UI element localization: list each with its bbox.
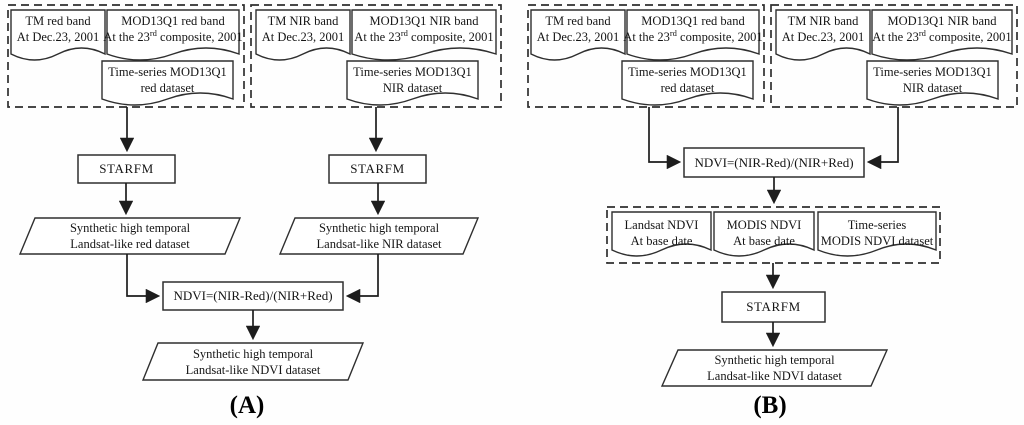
starfm-label-b: STARFM (746, 299, 801, 314)
arrow-a-synred-to-ndvi (126, 254, 161, 304)
doc-label-a-mod13q1-red: MOD13Q1 red band At the 23rd composite, … (103, 14, 243, 44)
ndvi-formula-label-b: NDVI=(NIR-Red)/(NIR+Red) (694, 154, 854, 170)
doc-label-b-timeseries-modis-ndvi: Time-series MODIS NDVI dataset (820, 218, 934, 248)
doc-shape-b-mod13q1-red (626, 9, 760, 61)
doc-label-b-tm-red: TM red band At Dec.23, 2001 (536, 14, 620, 44)
doc-shape-b-tm-nir (775, 9, 871, 61)
doc-label-a-timeseries-red: Time-series MOD13Q1 red dataset (108, 65, 227, 95)
doc-shape-a-tm-nir (255, 9, 351, 61)
parallelogram-label-b-output: Synthetic high temporal Landsat-like NDV… (707, 353, 842, 383)
dashed-group-a-nir-inputs (250, 4, 502, 108)
doc-shape-a-timeseries-nir (346, 60, 479, 106)
parallelogram-b-output-ndvi (660, 349, 889, 387)
starfm-label-a-red: STARFM (99, 161, 154, 176)
parallelogram-a-synthetic-nir (278, 217, 480, 255)
doc-label-b-mod13q1-red: MOD13Q1 red band At the 23rd composite, … (623, 14, 763, 44)
doc-label-b-timeseries-red: Time-series MOD13Q1 red dataset (628, 65, 747, 95)
doc-shape-b-modis-ndvi (713, 211, 815, 257)
doc-label-a-timeseries-nir: Time-series MOD13Q1 NIR dataset (353, 65, 472, 95)
ordinal-superscript: rd (149, 27, 157, 38)
ordinal-superscript: rd (669, 27, 677, 38)
doc-label-b-modis-ndvi: MODIS NDVI At base date (726, 218, 802, 248)
doc-label-a-tm-red: TM red band At Dec.23, 2001 (16, 14, 100, 44)
arrow-a-synnir-to-ndvi (345, 254, 379, 304)
ordinal-superscript: rd (400, 27, 408, 38)
doc-label-a-mod13q1-nir: MOD13Q1 NIR band At the 23rd composite, … (354, 14, 494, 44)
doc-label-a-tm-nir: TM NIR band At Dec.23, 2001 (261, 14, 345, 44)
parallelogram-label-a-synthetic-nir: Synthetic high temporal Landsat-like NIR… (316, 221, 442, 251)
doc-label-b-landsat-ndvi: Landsat NDVI At base date (624, 218, 699, 248)
dashed-group-b-red-inputs (527, 4, 765, 108)
doc-shape-b-timeseries-red (621, 60, 754, 106)
dashed-group-b-nir-inputs (770, 4, 1018, 108)
doc-shape-b-mod13q1-nir (871, 9, 1013, 61)
starfm-label-a-nir: STARFM (350, 161, 405, 176)
arrow-b-redgroup-to-ndvi (648, 107, 682, 170)
doc-shape-b-timeseries-nir (866, 60, 999, 106)
parallelogram-a-synthetic-red (18, 217, 242, 255)
doc-shape-a-tm-red (10, 9, 106, 61)
panel-a-label: (A) (229, 392, 265, 419)
arrow-b-nirgroup-to-ndvi (866, 107, 899, 170)
doc-label-b-tm-nir: TM NIR band At Dec.23, 2001 (781, 14, 865, 44)
box-b-starfm (721, 291, 826, 323)
dashed-group-a-red-inputs (7, 4, 245, 108)
parallelogram-label-a-output: Synthetic high temporal Landsat-like NDV… (185, 346, 321, 377)
ndvi-formula-label-a: NDVI=(NIR-Red)/(NIR+Red) (173, 288, 333, 303)
doc-shape-b-timeseries-modis-ndvi (817, 211, 937, 257)
parallelogram-a-output-ndvi (141, 342, 365, 381)
ordinal-superscript: rd (918, 27, 926, 38)
doc-label-b-timeseries-nir: Time-series MOD13Q1 NIR dataset (873, 65, 992, 95)
doc-shape-a-mod13q1-nir (351, 9, 497, 61)
doc-shape-b-tm-red (530, 9, 626, 61)
panel-b-label: (B) (753, 392, 787, 419)
doc-shape-b-landsat-ndvi (611, 211, 712, 257)
parallelogram-label-a-synthetic-red: Synthetic high temporal Landsat-like red… (69, 221, 191, 251)
box-b-ndvi-formula (683, 147, 865, 178)
doc-label-b-mod13q1-nir: MOD13Q1 NIR band At the 23rd composite, … (872, 14, 1012, 44)
doc-shape-a-timeseries-red (101, 60, 234, 106)
doc-shape-a-mod13q1-red (106, 9, 240, 61)
